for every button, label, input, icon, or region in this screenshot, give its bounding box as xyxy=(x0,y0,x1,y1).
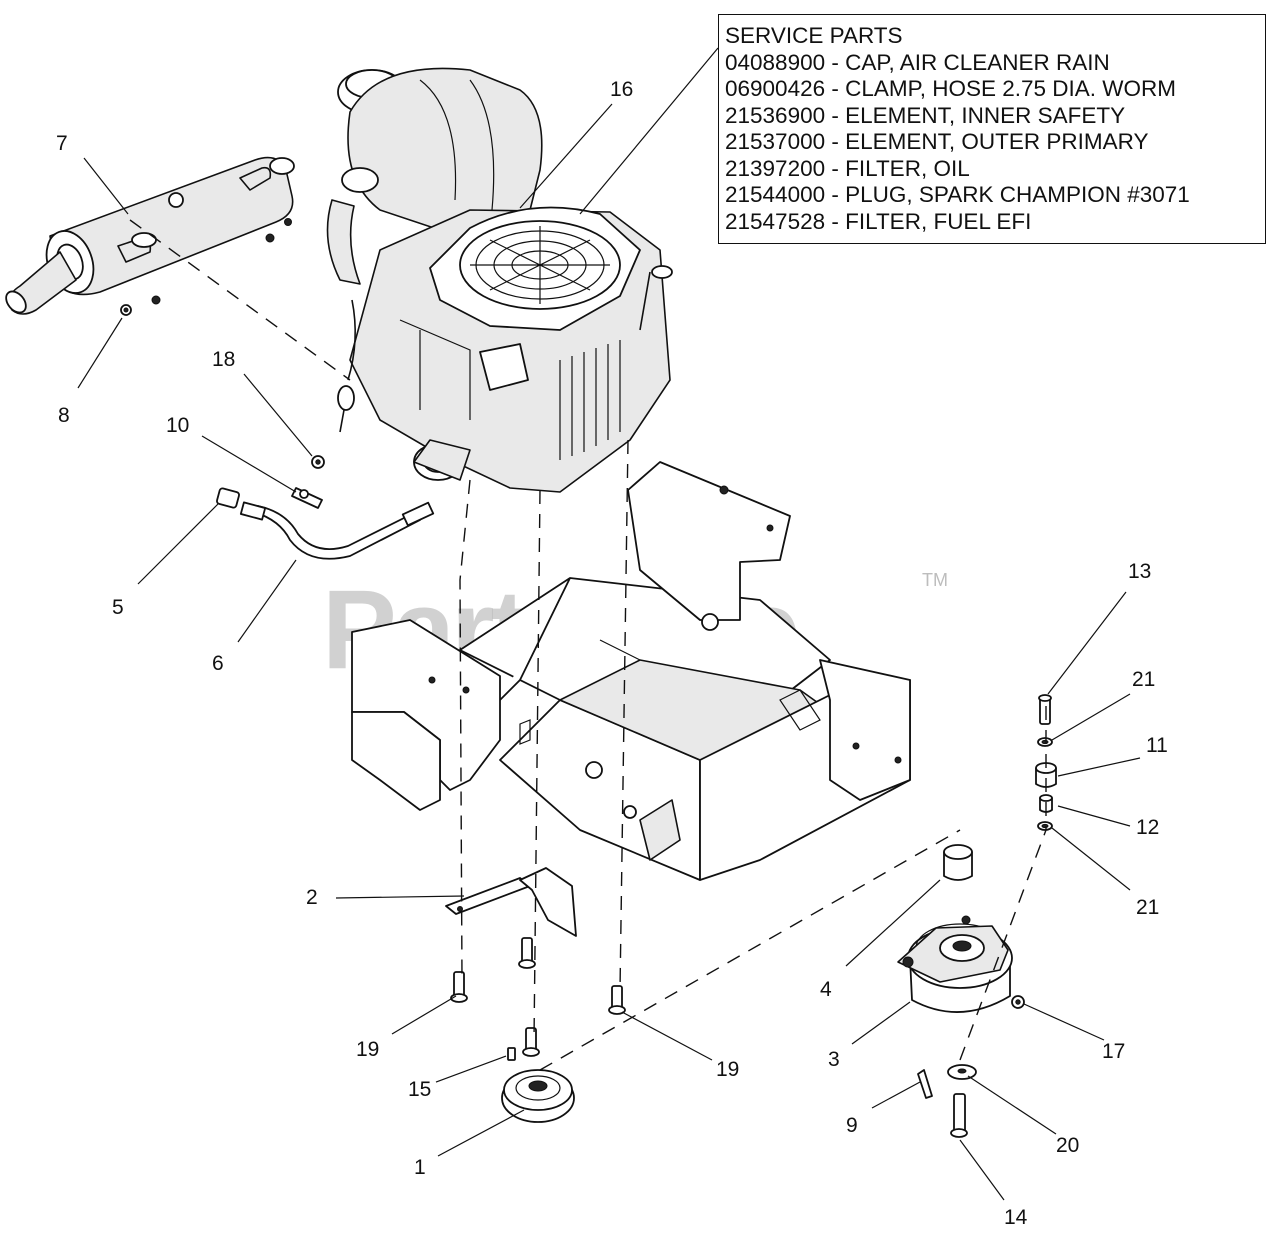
bolt-part-14 xyxy=(950,1093,968,1138)
callout-10: 10 xyxy=(166,414,189,437)
key-part-15 xyxy=(507,1047,516,1061)
callout-11: 11 xyxy=(1146,734,1168,757)
callout-16: 16 xyxy=(610,78,633,101)
nut-part-17 xyxy=(1011,995,1025,1009)
callout-5: 5 xyxy=(112,596,124,619)
bolt-part-13 xyxy=(1038,694,1052,725)
service-part-item: 21536900 - ELEMENT, INNER SAFETY xyxy=(725,102,1126,128)
callout-19-left: 19 xyxy=(356,1038,379,1061)
washer-part-21-upper xyxy=(1037,737,1053,747)
nut-part-18 xyxy=(311,455,325,469)
bolt-part-19-right xyxy=(608,985,626,1015)
callout-19-right: 19 xyxy=(716,1058,739,1081)
bolt-part-19-lower xyxy=(522,1027,540,1057)
callout-4: 4 xyxy=(820,978,832,1001)
service-parts-box: SERVICE PARTS 04088900 - CAP, AIR CLEANE… xyxy=(718,14,1266,244)
service-part-item: 21547528 - FILTER, FUEL EFI xyxy=(725,208,1032,234)
callout-20: 20 xyxy=(1056,1134,1079,1157)
washer-part-21-lower xyxy=(1037,821,1053,831)
bracket-part-2 xyxy=(445,867,577,937)
leader-lines xyxy=(77,47,1141,1201)
assembly-lines xyxy=(129,219,1047,1071)
bushing-part-11 xyxy=(1035,762,1057,788)
nut-part-8 xyxy=(120,304,132,316)
callout-9: 9 xyxy=(846,1114,858,1137)
clamp-part-10 xyxy=(291,487,323,509)
callout-21-upper: 21 xyxy=(1132,668,1155,691)
key-part-9 xyxy=(917,1069,933,1099)
muffler-part xyxy=(5,156,295,315)
callout-15: 15 xyxy=(408,1078,431,1101)
callout-14: 14 xyxy=(1004,1206,1028,1229)
callout-2: 2 xyxy=(306,886,318,909)
callout-6: 6 xyxy=(212,652,224,675)
service-part-item: 04088900 - CAP, AIR CLEANER RAIN xyxy=(725,49,1110,75)
fitting-part-5 xyxy=(216,487,240,509)
spacer-part-4 xyxy=(943,844,973,881)
callout-1: 1 xyxy=(414,1156,426,1179)
fuel-hose-part xyxy=(239,501,435,560)
service-part-item: 06900426 - CLAMP, HOSE 2.75 DIA. WORM xyxy=(725,76,1177,101)
pto-clutch-part-3 xyxy=(897,915,1013,1013)
pulley-part-1 xyxy=(501,1069,575,1123)
watermark-trademark: TM xyxy=(922,570,948,590)
chassis-frame-part xyxy=(351,461,911,881)
callout-17: 17 xyxy=(1102,1040,1125,1063)
callout-13: 13 xyxy=(1128,560,1151,583)
service-part-item: 21537000 - ELEMENT, OUTER PRIMARY xyxy=(725,129,1149,154)
engine-part xyxy=(326,67,673,493)
callout-8: 8 xyxy=(58,404,70,427)
callout-7: 7 xyxy=(56,132,68,155)
service-part-item: 21397200 - FILTER, OIL xyxy=(725,155,970,181)
callout-21-lower: 21 xyxy=(1136,896,1159,919)
callout-18: 18 xyxy=(212,348,235,371)
service-part-item: 21544000 - PLUG, SPARK CHAMPION #3071 xyxy=(725,182,1190,207)
washer-part-20 xyxy=(947,1064,977,1080)
bolt-part-19-center xyxy=(518,937,536,969)
bolt-part-19-left xyxy=(450,971,468,1003)
service-parts-title: SERVICE PARTS xyxy=(725,23,903,48)
callout-3: 3 xyxy=(828,1048,840,1071)
callout-labels: 7 8 18 10 5 6 16 13 21 11 12 21 2 4 3 17… xyxy=(56,78,1168,1229)
callout-12: 12 xyxy=(1136,816,1159,839)
